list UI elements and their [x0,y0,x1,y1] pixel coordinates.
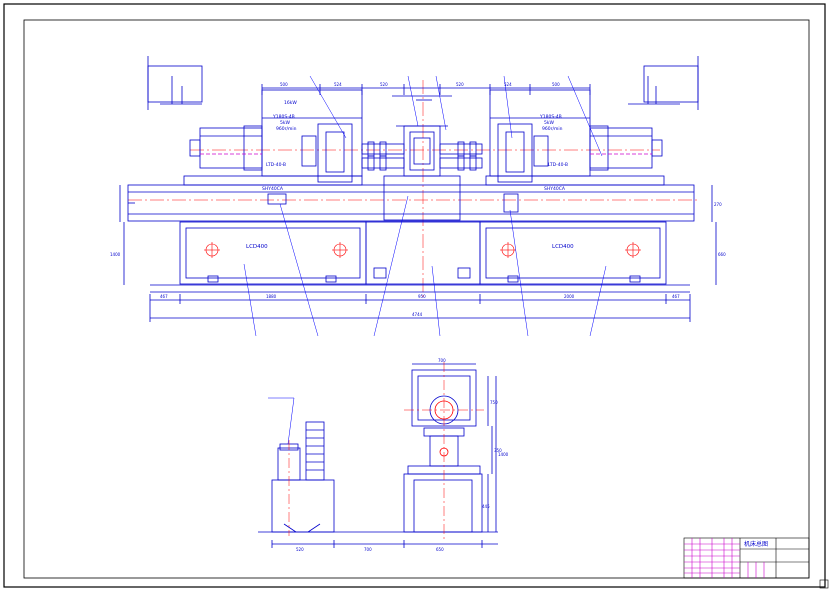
left-reducer: LTD-40-B [266,162,286,168]
right-motor-speed: 960r/min [542,126,563,132]
left-slide-table-label: SHY40CA [262,186,284,192]
seg-left-dim: 1880 [266,294,277,299]
slide-bed [127,184,695,222]
left-base-label: LCD400 [246,244,268,250]
side-callout [268,397,295,445]
title-block-title: 机床总图 [744,540,768,548]
bottom-dim-3: 650 [436,547,444,552]
top-dim-6: 500 [552,82,560,87]
callout-leaders [243,75,607,337]
left-motor-model: Y180S-4B [272,114,295,120]
drawing-text: Y180S-4B 5kW 960r/min 16kW LTD-40-B SHY4… [110,82,768,552]
bottom-dim-1: 520 [296,547,304,552]
seg-center-dim: 950 [418,294,426,299]
side-height-3-dim: 1400 [498,452,509,457]
end-base [403,473,483,533]
seg-right-end-dim: 467 [672,294,680,299]
side-height-1-dim: 750 [490,400,498,405]
right-slide-table [485,175,665,186]
left-motor [199,127,263,169]
top-dim-4: 520 [456,82,464,87]
outer-frame [3,3,826,588]
right-reducer: LTD-40-B [548,162,568,168]
height-total-dim: 1400 [110,252,121,257]
seg-left-end-dim: 467 [160,294,168,299]
side-height-4-dim: 445 [482,504,490,509]
overall-length-dim: 4744 [412,312,423,317]
height-base-dim: 660 [718,252,726,257]
left-base [179,221,367,285]
title-block [683,537,810,579]
bottom-dim-2: 700 [364,547,372,552]
center-fixture [383,175,461,221]
right-motor-model: Y180S-4B [539,114,562,120]
right-power-head [489,89,591,177]
right-motor [589,127,653,169]
right-base-label: LCD400 [552,244,574,250]
top-dim-5: 524 [504,82,512,87]
left-motor-power: 5kW [280,120,290,126]
top-dim-2: 524 [334,82,342,87]
corner-mark [819,579,829,589]
top-dim-1: 500 [280,82,288,87]
height-table-dim: 270 [714,202,722,207]
top-dim-3: 520 [380,82,388,87]
aux-unit [271,479,335,533]
front-view [119,56,717,322]
right-slide-table-label: SHY40CA [544,186,566,192]
right-motor-power: 5kW [544,120,554,126]
center-base [365,221,481,285]
side-view [258,363,498,548]
left-slide-table [183,175,363,186]
side-centerlines [288,362,484,540]
seg-right-dim: 2000 [564,294,575,299]
left-motor-small: 16kW [284,100,297,106]
inner-frame [23,19,810,579]
left-motor-speed: 960r/min [276,126,297,132]
side-height-2-dim: 350 [494,448,502,453]
side-width-dim: 700 [438,358,446,363]
